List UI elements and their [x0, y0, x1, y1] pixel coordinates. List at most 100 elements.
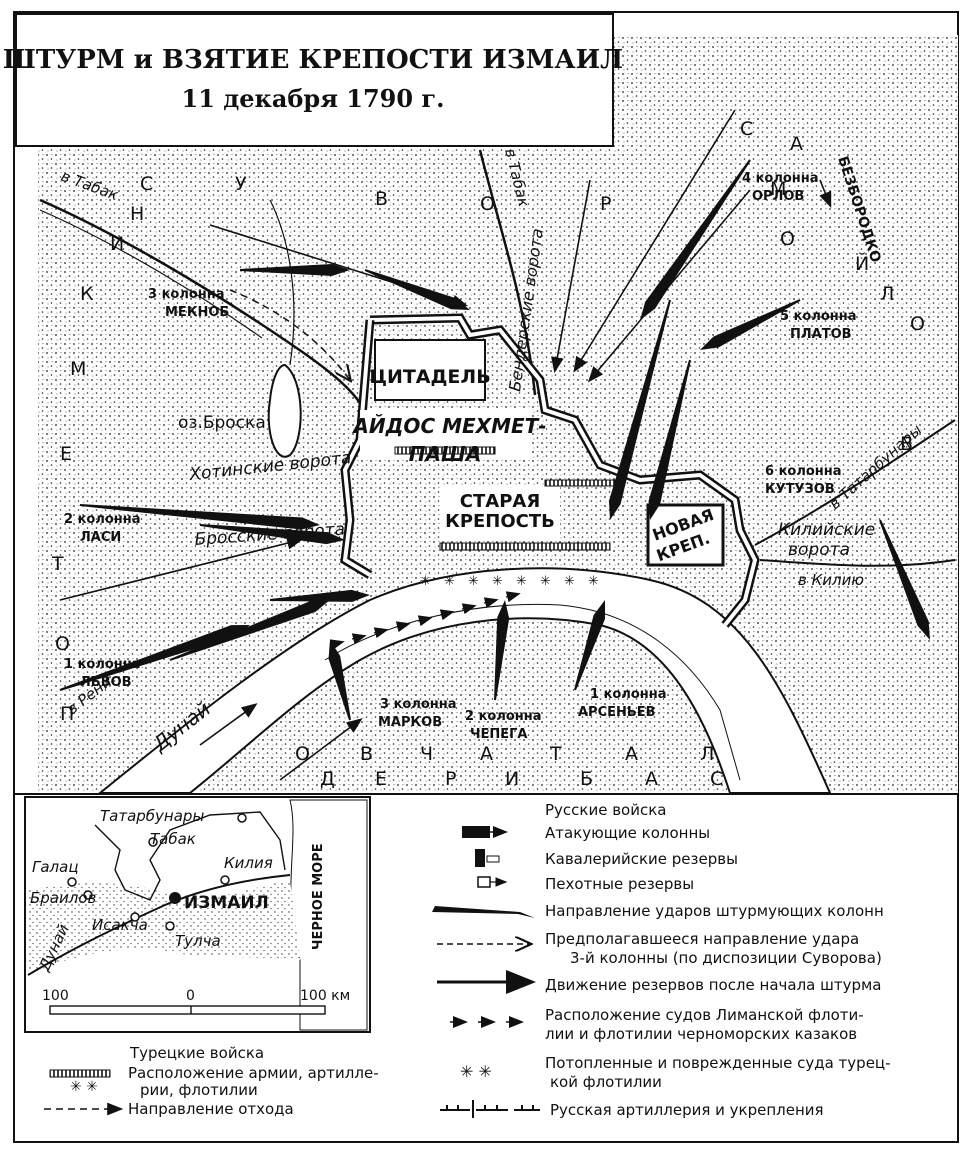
movement-arrow-2 — [573, 109, 736, 373]
scale-left: 100 — [42, 988, 69, 1004]
assault-direction-icon — [432, 906, 535, 918]
letters-right-2: М — [770, 178, 786, 200]
movement-arrow-7 — [199, 703, 258, 746]
sunk-ship-5: ✳ — [540, 574, 551, 589]
letters-left-7: Н — [130, 203, 144, 225]
flotilla-marks: ✳✳✳✳✳✳✳✳ — [329, 574, 599, 651]
flotilla-arrow-2 — [373, 627, 389, 639]
cavalry-reserve-icon — [475, 849, 485, 867]
label-road-kiliya: в Килию — [798, 571, 864, 589]
label-old-1: СТАРАЯ — [460, 491, 540, 512]
turkish-ships-icon: ✳ ✳ — [70, 1079, 98, 1095]
legend-item-4: Направление ударов штурмующих колонн — [545, 902, 884, 920]
attack-column-icon — [462, 826, 490, 838]
letters-bottom2-5: А — [645, 768, 658, 790]
legend-item-8a: Потопленные и поврежденные суда турец- — [545, 1054, 891, 1072]
letters-bottom2-1: Е — [375, 768, 387, 790]
col3-label-b: МЕКНОБ — [165, 305, 229, 320]
rcol3-label-a: 3 колонна — [380, 697, 457, 712]
inset-black-sea-label: ЧЕРНОЕ МОРЕ — [311, 843, 326, 950]
rcol2-label-b: ЧЕПЕГА — [470, 727, 528, 742]
letters-left-5: К — [80, 283, 94, 305]
flotilla-arrow-7 — [483, 597, 499, 609]
letters-bottom2-2: Р — [445, 768, 456, 790]
movement-arrow-0 — [209, 224, 469, 308]
label-citadel: ЦИТАДЕЛЬ — [369, 366, 490, 388]
citadel — [374, 339, 486, 401]
legend-turkish-2: Направление отхода — [128, 1100, 294, 1118]
sunk-ships-icon: ✳ ✳ — [460, 1062, 492, 1081]
map-date: 11 декабря 1790 г. — [182, 84, 445, 113]
letters-bottom1-1: В — [360, 743, 373, 765]
rcol3-label-b: МАРКОВ — [378, 715, 442, 730]
col4-label-b: ОРЛОВ — [752, 189, 804, 204]
letters-right-3: О — [780, 228, 795, 250]
letters-top-1: У — [235, 173, 247, 195]
label-kiliya-gate-1: Килийские — [778, 520, 875, 540]
title-box — [15, 13, 614, 147]
legend-item-5a: Предполагавшееся направление удара — [545, 930, 859, 948]
inset-border — [94, 811, 286, 901]
infantry-reserve-icon — [477, 876, 491, 888]
legend-item-7a: Расположение судов Лиманской флоти- — [545, 1006, 864, 1024]
inset-danube — [27, 874, 291, 976]
legend-item-7b: лии и флотилии черноморских казаков — [545, 1025, 857, 1043]
flotilla-arrow-1 — [351, 633, 367, 645]
new-fortress — [646, 503, 725, 567]
old-fortress-bg — [440, 485, 560, 540]
inset-tulcha: Тулча — [175, 932, 221, 950]
flotilla-arrow-8 — [505, 591, 521, 603]
fortress-wall-west-inner — [342, 319, 372, 577]
assault-arrow-3 — [199, 524, 345, 545]
letters-right-1: А — [790, 133, 803, 155]
letters-top-4: Р — [600, 193, 611, 215]
legend-item-2: Кавалерийские резервы — [545, 850, 738, 868]
rcol1-label-b: АРСЕНЬЕВ — [578, 705, 656, 720]
movement-arrow-3 — [587, 189, 751, 383]
legend-item-8b: кой флотилии — [550, 1073, 662, 1091]
col6-label-a: 6 колонна — [765, 464, 842, 479]
lake-broska — [267, 363, 302, 458]
inset-tatarbunary: Татарбунары — [100, 807, 204, 825]
assault-arrow-0 — [59, 625, 250, 691]
legend-turkish-1a: Расположение армии, артилле- — [128, 1064, 379, 1082]
turkish-army-3 — [544, 479, 616, 487]
assault-arrow-9 — [648, 359, 691, 520]
label-kiliya-gate-2: ворота — [788, 540, 850, 560]
assault-arrow-10 — [879, 519, 930, 640]
scale-bar — [49, 1005, 326, 1015]
inset-tabak: Табак — [150, 830, 196, 848]
col1-label-a: 1 колонна — [64, 657, 141, 672]
letters-right-0: С — [740, 118, 753, 140]
col2-label-a: 2 колонна — [64, 512, 141, 527]
sunk-ship-7: ✳ — [588, 574, 599, 589]
assault-arrow-4 — [240, 264, 350, 276]
legend-turkish-header: Турецкие войска — [129, 1044, 264, 1062]
letters-bottom1-5: А — [625, 743, 638, 765]
col4-label-a: 4 колонна — [742, 171, 819, 186]
label-lake: оз.Броска — [178, 413, 266, 433]
river-danube — [97, 567, 832, 794]
assault-arrow-11 — [328, 640, 351, 721]
artillery-icon — [440, 1100, 540, 1118]
letters-bottom1-4: Т — [549, 743, 562, 765]
letters-bottom1-2: Ч — [420, 743, 433, 765]
road-kiliya — [759, 559, 956, 567]
legend-item-5b: 3-й колонны (по диспозиции Суворова) — [570, 949, 882, 967]
turkish-army-2 — [439, 542, 611, 551]
rcol1-label-a: 1 колонна — [590, 687, 667, 702]
flotilla-arrow-5 — [439, 609, 455, 621]
assault-arrow-6 — [640, 159, 751, 320]
label-aidos-1: АЙДОС МЕХМЕТ- — [351, 414, 546, 438]
legend-labels: Русские войска Атакующие колонны Кавалер… — [128, 801, 891, 1119]
assault-arrow-13 — [574, 600, 605, 691]
sunk-ship-1: ✳ — [444, 574, 455, 589]
letters-left-3: Е — [60, 443, 72, 465]
movement-arrow-1 — [551, 179, 591, 374]
assault-arrow-7 — [700, 299, 801, 350]
assault-arrow-1 — [169, 600, 330, 661]
map-title: ШТУРМ и ВЗЯТИЕ КРЕПОСТИ ИЗМАИЛ — [3, 45, 623, 75]
sunk-ship-2: ✳ — [468, 574, 479, 589]
